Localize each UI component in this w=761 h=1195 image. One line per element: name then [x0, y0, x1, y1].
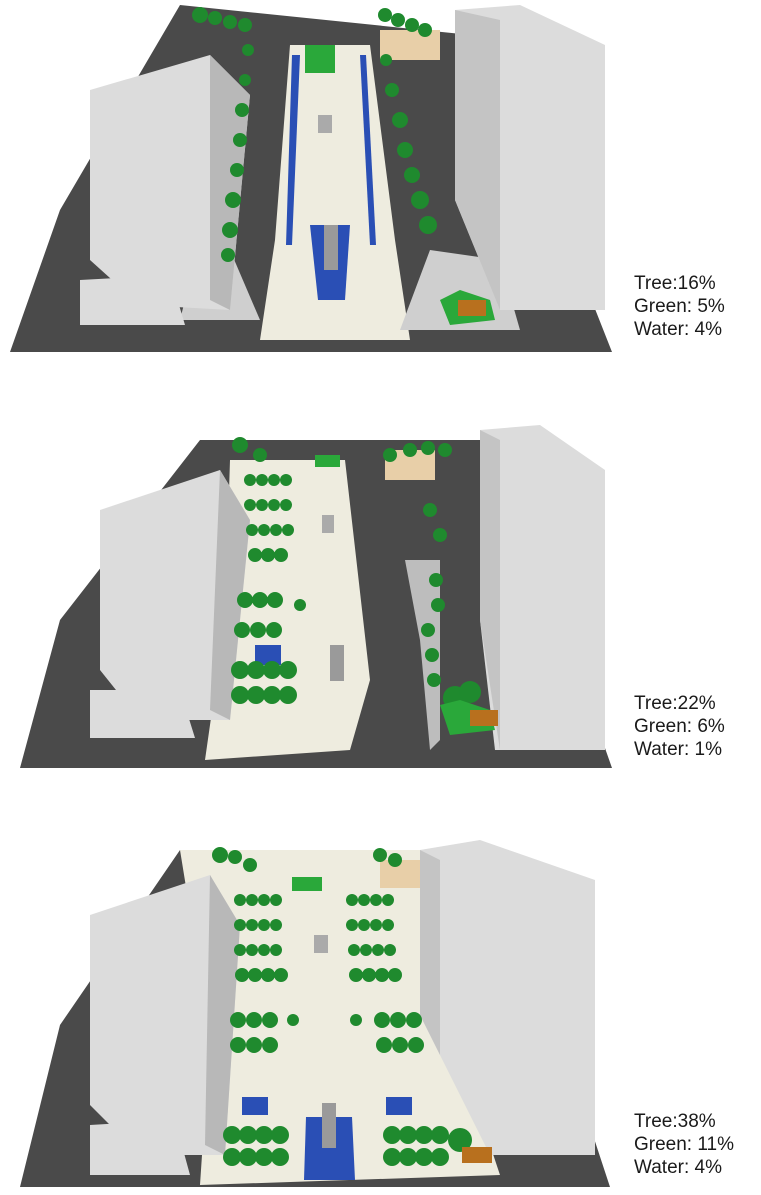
water-coverage-label: Water: 1%	[634, 739, 722, 760]
green-coverage-label: Green: 6%	[634, 716, 725, 737]
urban-model-render	[20, 840, 610, 1187]
scenario-3-model	[0, 835, 620, 1195]
tree-coverage-label: Tree:38%	[634, 1111, 716, 1132]
scenario-3-stats: Tree:38% Green: 11% Water: 4%	[634, 1110, 734, 1179]
tree-coverage-label: Tree:22%	[634, 693, 716, 714]
scenario-2-model	[0, 420, 620, 780]
green-coverage-label: Green: 5%	[634, 296, 725, 317]
urban-model-render	[10, 5, 612, 352]
urban-model-render	[20, 425, 612, 768]
scenario-2-stats: Tree:22% Green: 6% Water: 1%	[634, 692, 725, 761]
scenario-1-model	[0, 0, 620, 360]
water-coverage-label: Water: 4%	[634, 1157, 722, 1178]
scenario-1-stats: Tree:16% Green: 5% Water: 4%	[634, 272, 725, 341]
water-coverage-label: Water: 4%	[634, 319, 722, 340]
tree-coverage-label: Tree:16%	[634, 273, 716, 294]
green-coverage-label: Green: 11%	[634, 1134, 734, 1155]
